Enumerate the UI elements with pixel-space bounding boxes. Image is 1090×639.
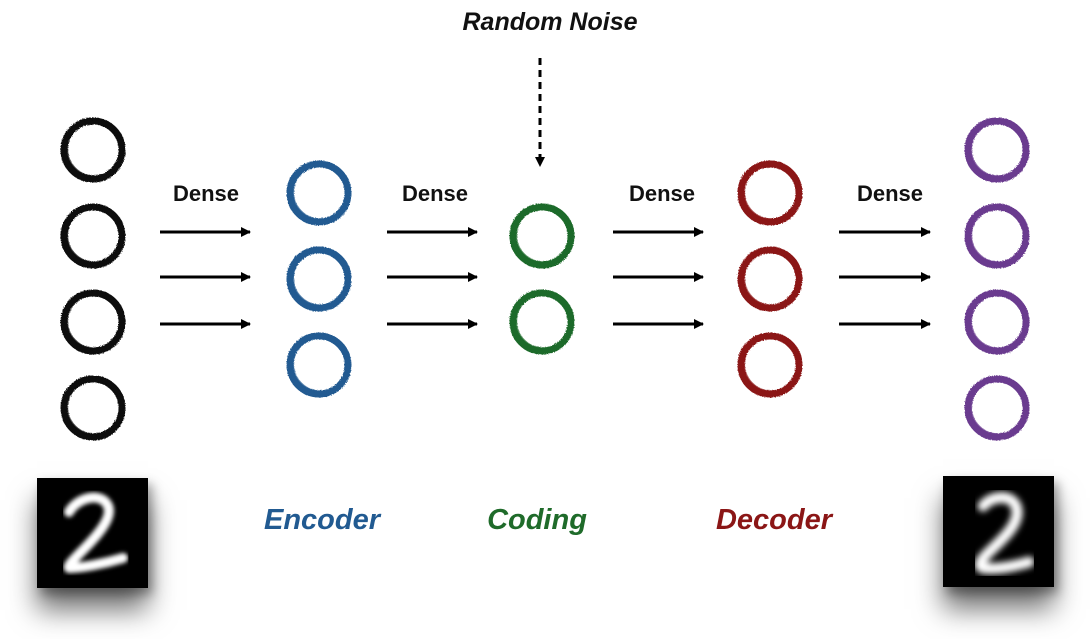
decoder-neuron (737, 332, 803, 398)
output-neuron (964, 375, 1030, 441)
dense-connections (160, 58, 931, 329)
dense-label-1: Dense (172, 181, 240, 206)
output-neuron (964, 203, 1030, 269)
input-neuron (60, 375, 126, 441)
input-neuron (60, 117, 126, 183)
decoder-neuron (737, 160, 803, 226)
decoder-label: Decoder (715, 504, 833, 536)
decoder-neuron (737, 246, 803, 312)
encoder-neuron (286, 246, 352, 312)
dense-label-2: Dense (401, 181, 469, 206)
output-neuron (964, 289, 1030, 355)
coding-neuron (509, 203, 575, 269)
neuron-layers (60, 117, 1030, 441)
output-digit-image (943, 476, 1054, 587)
encoder-label: Encoder (263, 504, 381, 536)
encoder-neuron (286, 332, 352, 398)
random-noise-label: Random Noise (462, 8, 638, 36)
input-digit-image (37, 478, 148, 588)
dense-label-4: Dense (856, 181, 924, 206)
coding-neuron (509, 289, 575, 355)
coding-label: Coding (487, 504, 587, 536)
encoder-neuron (286, 160, 352, 226)
input-neuron (60, 203, 126, 269)
output-neuron (964, 117, 1030, 183)
dense-label-3: Dense (628, 181, 696, 206)
input-neuron (60, 289, 126, 355)
